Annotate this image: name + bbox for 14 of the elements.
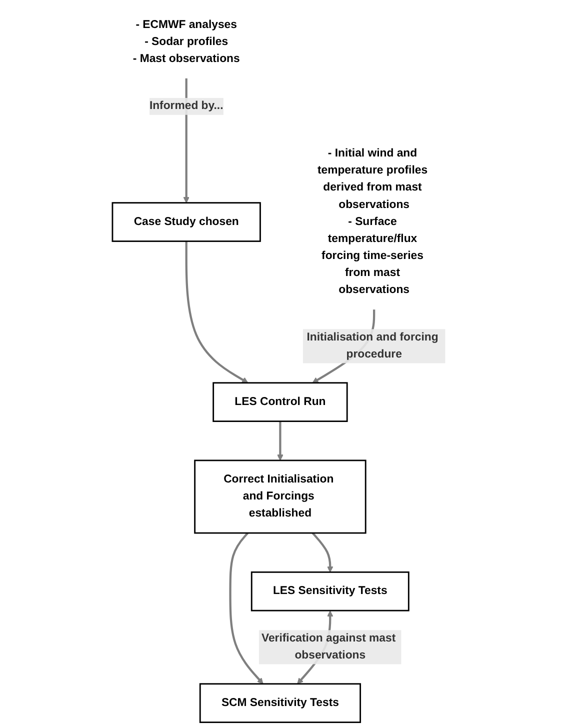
node-text: - ECMWF analyses - Sodar profiles - Mast observations [132, 18, 240, 65]
arrow [277, 421, 284, 461]
node-box: Correct Initialisation and Forcings established [194, 460, 366, 534]
node-box: SCM Sensitivity Tests [199, 683, 362, 724]
arrow [185, 241, 248, 384]
arrow [312, 532, 334, 572]
node-box: Case Study chosen [112, 202, 261, 242]
edge-label: Verification against mast observations [261, 632, 396, 662]
arrow [229, 532, 264, 684]
edge-label: Informed by... [149, 100, 224, 112]
node-box: LES Sensitivity Tests [250, 571, 410, 612]
edge-label: Initialisation and forcing procedure [306, 331, 438, 360]
node-box: LES Control Run [212, 382, 348, 422]
node-text: - Initial wind and temperature profiles derived from mast observations - Surface temperature/flux forcing time-series from mast observations [317, 147, 428, 296]
